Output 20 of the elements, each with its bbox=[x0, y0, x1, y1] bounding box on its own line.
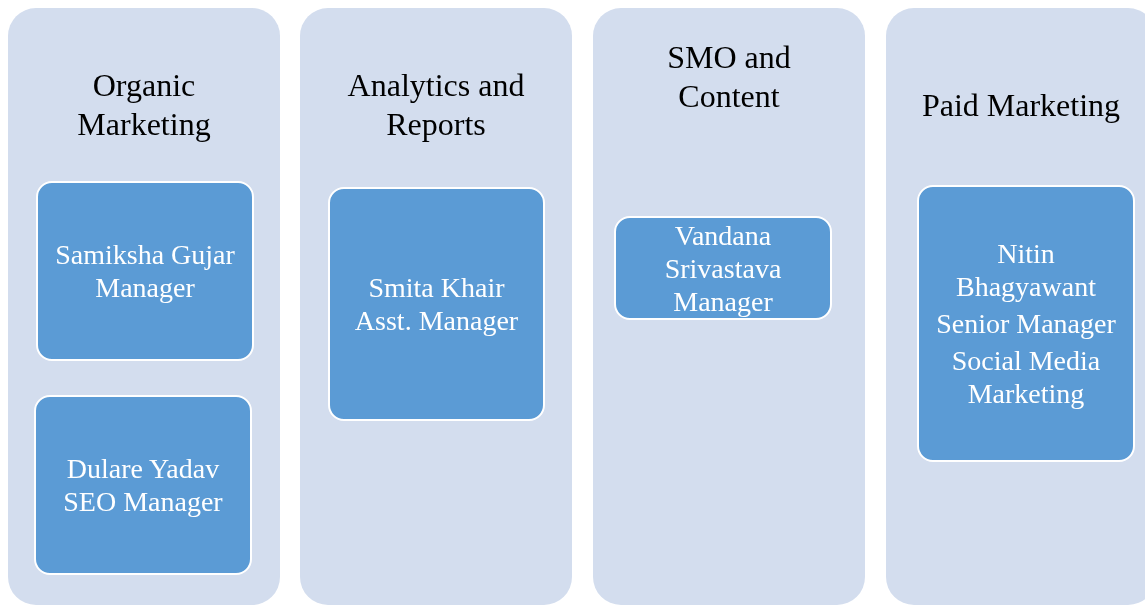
card-text: Dulare Yadav SEO Manager bbox=[62, 452, 224, 518]
card-text: Smita Khair Asst. Manager bbox=[353, 271, 520, 337]
card-text: Vandana Srivastava Manager bbox=[663, 218, 783, 318]
person-card bbox=[917, 185, 1135, 462]
column-heading: Analytics and Reports bbox=[346, 66, 526, 144]
column-heading: Paid Marketing bbox=[920, 86, 1122, 125]
person-card bbox=[36, 181, 254, 361]
column-heading: Organic Marketing bbox=[76, 66, 212, 144]
card-text: Senior Manager bbox=[936, 307, 1116, 340]
card-text: Nitin Bhagyawant bbox=[955, 237, 1097, 303]
card-text: Samiksha Gujar Manager bbox=[54, 238, 236, 304]
column-panel bbox=[886, 8, 1145, 605]
card-text: Social Media Marketing bbox=[950, 344, 1102, 410]
column-panel bbox=[300, 8, 572, 605]
person-card bbox=[34, 395, 252, 575]
person-card bbox=[614, 216, 832, 320]
column-heading: SMO and Content bbox=[666, 38, 792, 116]
column-panel bbox=[8, 8, 280, 605]
person-card bbox=[328, 187, 545, 421]
column-panel bbox=[593, 8, 865, 605]
